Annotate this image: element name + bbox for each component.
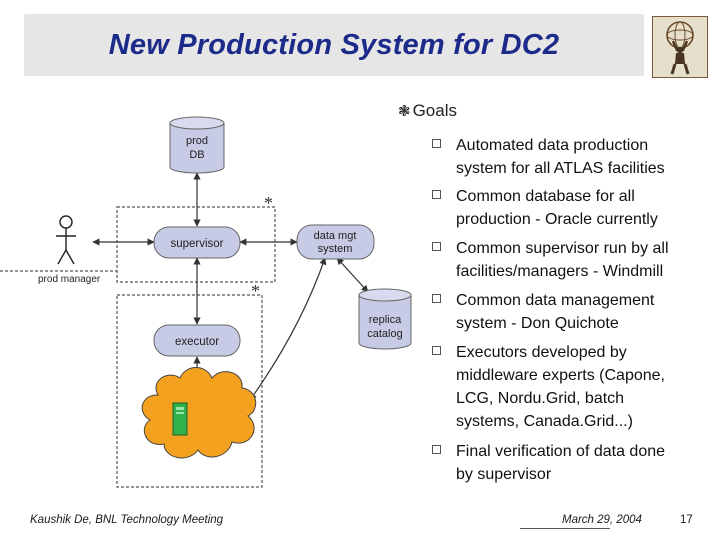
executor-node: executor	[153, 324, 241, 357]
datamgt-cloud-link	[249, 257, 327, 401]
square-bullet-icon	[432, 294, 441, 303]
footer-date: March 29, 2004	[562, 514, 642, 526]
prod-manager-figure-icon	[56, 215, 76, 265]
goal-item: Common database for all production - Orac…	[432, 185, 712, 231]
data-mgt-node: data mgt system	[296, 224, 375, 260]
goal-line: by supervisor	[456, 466, 552, 483]
square-bullet-icon	[432, 445, 441, 454]
slide-title: New Production System for DC2	[108, 28, 560, 61]
atlas-figure-icon	[653, 17, 707, 77]
goal-line: LCG, Nordu.Grid, batch	[456, 390, 625, 407]
grid-cloud-icon	[141, 367, 257, 459]
atlas-logo	[652, 16, 708, 78]
asterisk-top: *	[264, 193, 273, 213]
goal-item: Final verification of data done by superv…	[432, 440, 712, 486]
goal-line: facilities/managers - Windmill	[456, 263, 664, 280]
prod-manager-label: prod manager	[38, 274, 101, 285]
goal-line: Executors developed by	[456, 344, 627, 361]
goal-line: Final verification of data done	[456, 443, 666, 460]
goal-line: Common data management	[456, 292, 655, 309]
goals-heading-text: Goals	[412, 101, 457, 120]
page-number: 17	[680, 514, 693, 526]
computer-icon	[172, 402, 188, 436]
goal-line: Common database for all	[456, 188, 635, 205]
prod-db-node: prod DB	[169, 116, 225, 174]
square-bullet-icon	[432, 190, 441, 199]
goal-line: system for all ATLAS facilities	[456, 160, 665, 177]
supervisor-label: supervisor	[170, 238, 223, 250]
goal-item: Common supervisor run by all facilities/m…	[432, 237, 712, 283]
data-mgt-label-2: system	[318, 243, 353, 255]
square-bullet-icon	[432, 139, 441, 148]
goal-line: system - Don Quichote	[456, 315, 619, 332]
footer-author: Kaushik De, BNL Technology Meeting	[30, 514, 224, 526]
prod-db-label-1: prod	[186, 135, 208, 147]
goal-item: Automated data production system for all …	[432, 134, 712, 180]
data-mgt-label-1: data mgt	[314, 230, 357, 242]
prod-db-label-2: DB	[189, 149, 204, 161]
goal-line: systems, Canada.Grid...)	[456, 413, 633, 430]
production-system-diagram: * * prod DB supervisor data mgt system r…	[0, 116, 412, 488]
replica-label-1: replica	[369, 314, 402, 326]
datamgt-replica-link	[336, 257, 369, 293]
goal-item: Executors developed by middleware experts…	[432, 341, 712, 433]
title-bar: New Production System for DC2	[24, 14, 644, 76]
replica-label-2: catalog	[367, 328, 402, 340]
goals-heading: ❃Goals	[398, 101, 457, 121]
footer-divider	[520, 528, 610, 529]
goal-item: Common data management system - Don Quich…	[432, 289, 712, 335]
square-bullet-icon	[432, 346, 441, 355]
goals-bullet-icon: ❃	[398, 103, 411, 120]
goal-line: production - Oracle currently	[456, 211, 658, 228]
replica-catalog-node: replica catalog	[358, 288, 412, 350]
executor-label: executor	[175, 336, 219, 348]
goal-line: Common supervisor run by all	[456, 240, 669, 257]
supervisor-node: supervisor	[153, 226, 241, 259]
asterisk-bottom: *	[251, 281, 260, 301]
goal-line: Automated data production	[456, 137, 649, 154]
square-bullet-icon	[432, 242, 441, 251]
goal-line: middleware experts (Capone,	[456, 367, 665, 384]
